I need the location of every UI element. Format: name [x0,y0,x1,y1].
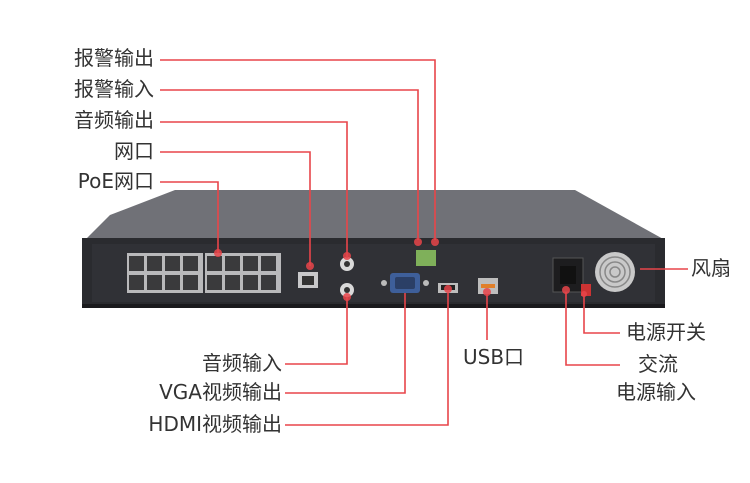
poe-port [147,275,162,290]
poe-port [207,256,222,271]
label-ac-line1: 交流 [638,352,678,376]
poe-port [183,275,198,290]
label-hdmi-out: HDMI视频输出 [148,412,282,436]
poe-port [225,256,240,271]
poe-port-grid [129,256,276,290]
poe-port [183,256,198,271]
poe-port [207,275,222,290]
poe-port [243,275,258,290]
label-usb: USB口 [463,345,525,369]
poe-port [261,275,276,290]
label-vga-out: VGA视频输出 [159,380,282,404]
poe-port [165,275,180,290]
label-alarm-out: 报警输出 [74,46,154,70]
label-audio-in: 音频输入 [202,351,282,375]
power-switch [581,284,591,296]
label-ac-line2: 电源输入 [616,380,696,404]
leader-lines [160,59,688,426]
highlight-dots [214,238,587,301]
poe-port [165,256,180,271]
poe-port [147,256,162,271]
label-poe-network: PoE网口 [77,169,154,193]
label-audio-out: 音频输出 [74,108,154,132]
poe-port [129,275,144,290]
label-fan: 风扇 [691,256,731,280]
poe-port [129,256,144,271]
poe-port [243,256,258,271]
label-network: 网口 [114,139,154,163]
poe-port [225,275,240,290]
fan-grille [595,252,635,292]
label-alarm-in: 报警输入 [74,77,154,101]
chassis-top [85,190,665,240]
chassis-bottom-edge [82,304,665,308]
poe-port [261,256,276,271]
label-power-switch: 电源开关 [626,320,706,344]
alarm-terminal-block [416,250,436,266]
